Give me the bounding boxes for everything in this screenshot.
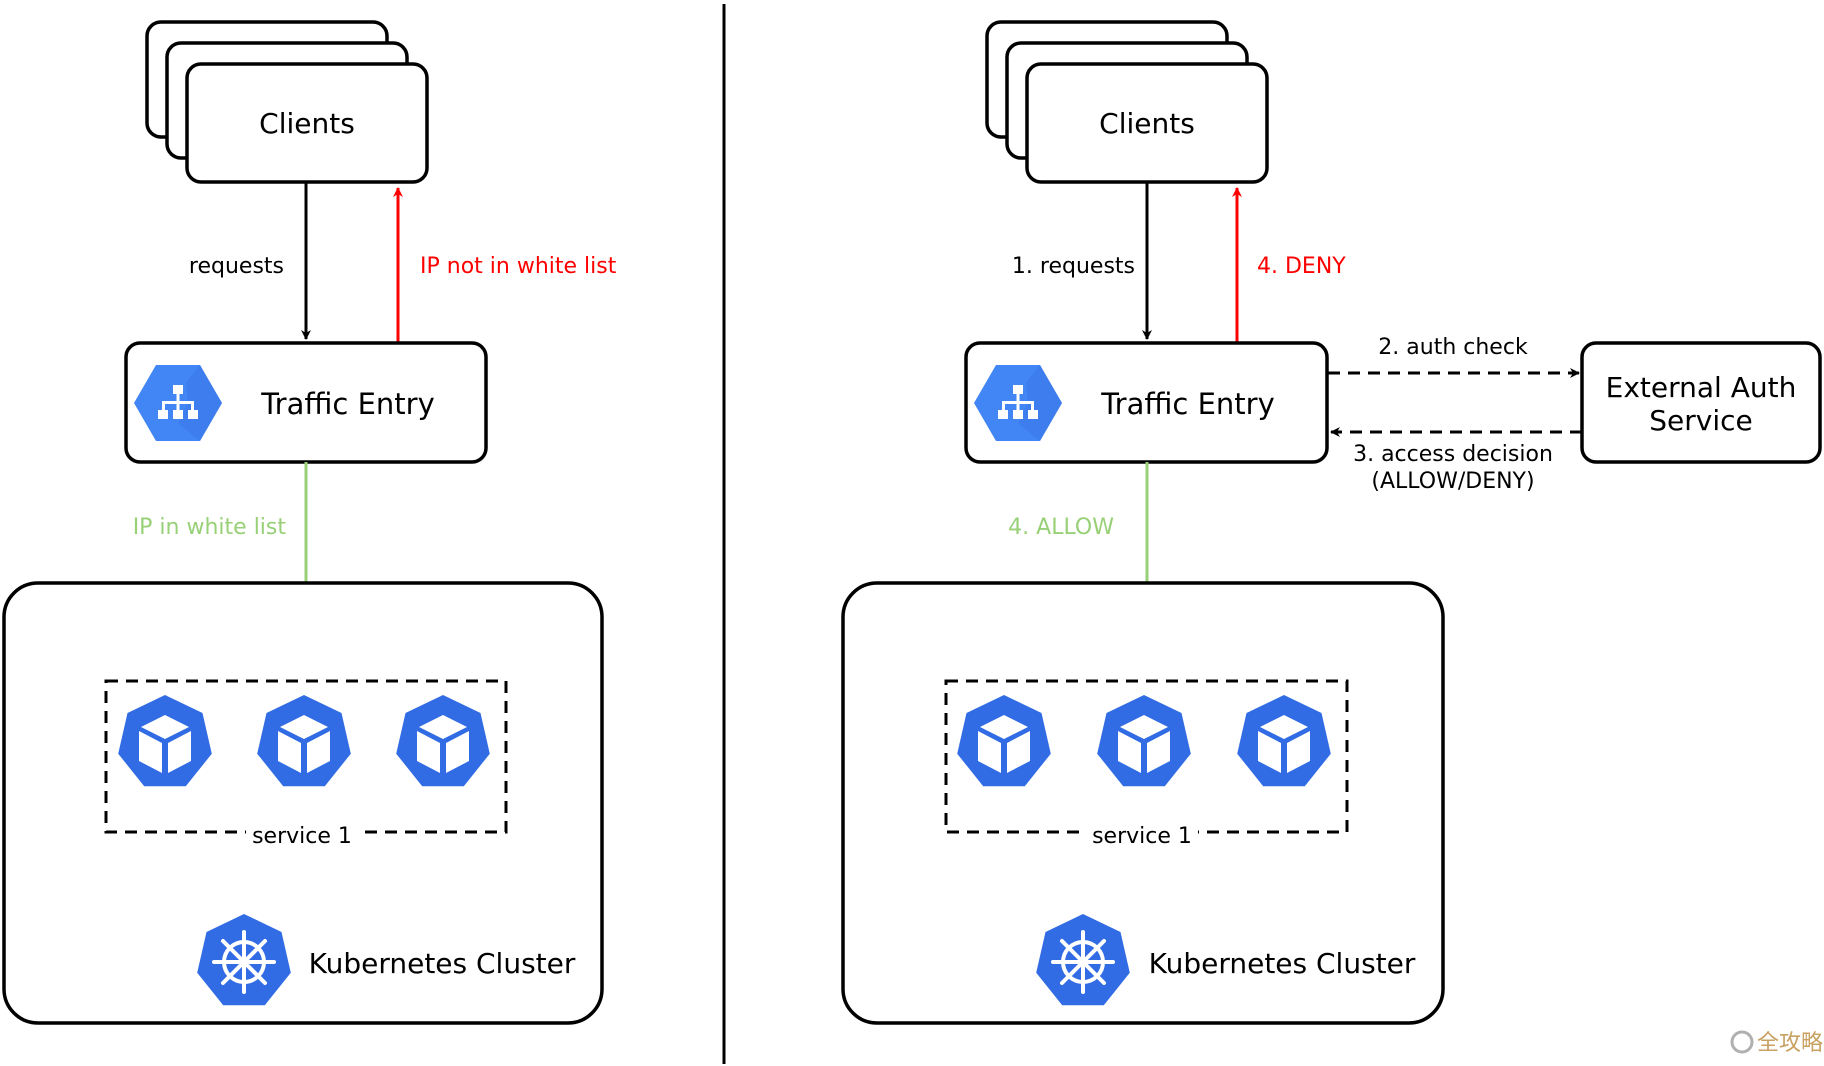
clients-label: Clients: [259, 107, 355, 140]
access-decision-label-line1: 3. access decision: [1353, 442, 1553, 467]
auth-check-label: 2. auth check: [1378, 335, 1528, 360]
traffic-entry-label: Traffic Entry: [1100, 387, 1275, 421]
clients-box-right: Clients: [985, 20, 1269, 184]
request-label: 1. requests: [1012, 254, 1135, 279]
deny-label: 4. DENY: [1257, 254, 1346, 279]
external-auth-label-line1: External Auth: [1606, 371, 1797, 404]
right-panel: Clients 1. requests 4. DENY Traffic Entr…: [841, 20, 1822, 1025]
watermark-text: 全攻略: [1757, 1031, 1823, 1056]
service-label: service 1: [1092, 824, 1192, 849]
external-auth-label-line2: Service: [1649, 404, 1752, 437]
cluster-label: Kubernetes Cluster: [309, 947, 576, 980]
external-auth-box: External Auth Service: [1580, 341, 1822, 464]
request-label: requests: [189, 254, 284, 279]
deny-label: IP not in white list: [420, 254, 617, 279]
clients-label: Clients: [1099, 107, 1195, 140]
cluster-label: Kubernetes Cluster: [1149, 947, 1416, 980]
service-group: [944, 679, 1349, 834]
clients-box-left: Clients: [145, 20, 429, 184]
traffic-entry-box-left: Traffic Entry: [124, 341, 488, 464]
kubernetes-cluster-left: service 1 Kubernetes Cluster: [2, 581, 604, 1025]
access-decision-label-line2: (ALLOW/DENY): [1371, 469, 1534, 494]
watermark: 全攻略: [1730, 1030, 1823, 1056]
watermark-logo-icon: [1730, 1030, 1754, 1054]
allow-label: IP in white list: [133, 515, 287, 540]
service-label: service 1: [252, 824, 352, 849]
traffic-entry-box-right: Traffic Entry: [964, 341, 1329, 464]
kubernetes-cluster-right: service 1 Kubernetes Cluster: [841, 581, 1445, 1025]
allow-label: 4. ALLOW: [1008, 515, 1114, 540]
traffic-entry-label: Traffic Entry: [260, 387, 435, 421]
left-panel: Clients requests IP not in white list Tr…: [2, 20, 617, 1025]
